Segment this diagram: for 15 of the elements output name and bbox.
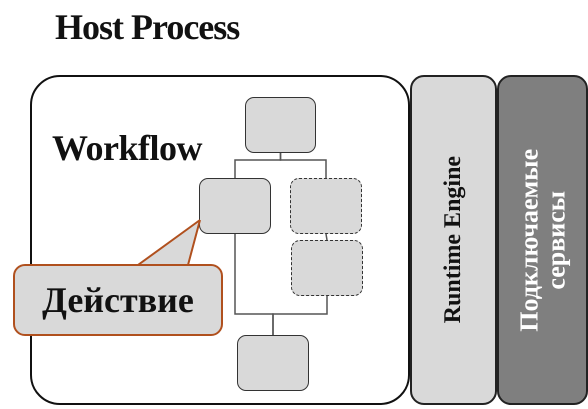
connector-line (272, 296, 328, 335)
services-panel (497, 75, 588, 405)
diagram-title: Host Process (55, 6, 240, 48)
panel-label: Runtime Engine (440, 156, 466, 324)
workflow-label: Workflow (52, 127, 202, 169)
panel-label: Подключаемые сервисы (515, 148, 570, 334)
runtime-panel (410, 75, 497, 405)
connector-line (280, 153, 327, 178)
callout-label: Действие (42, 279, 194, 321)
step-box (199, 178, 271, 234)
step-box (245, 97, 316, 153)
connector-line (325, 234, 328, 240)
step-box (237, 335, 309, 391)
optional-step-box (290, 178, 362, 234)
optional-step-box (291, 240, 363, 296)
